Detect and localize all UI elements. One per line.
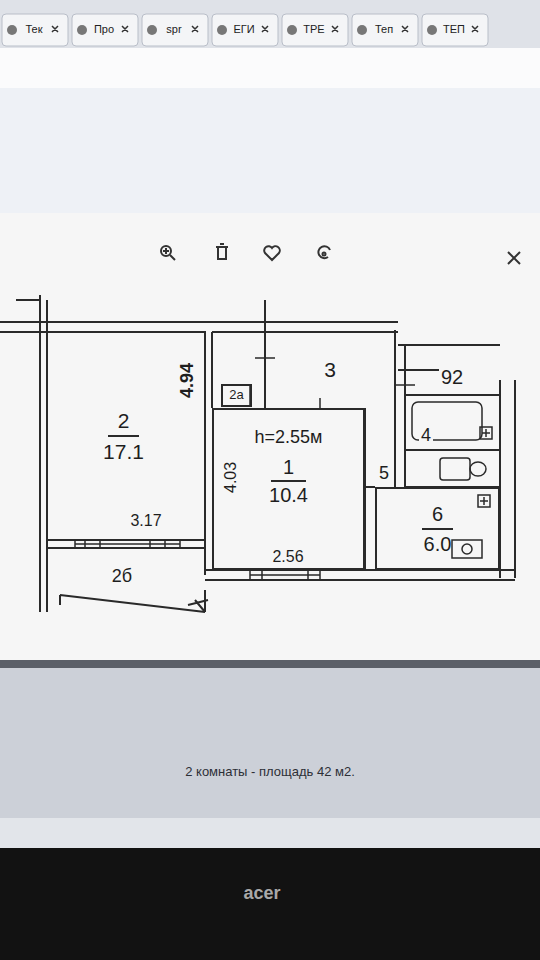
room-number: 2б bbox=[110, 567, 134, 586]
room-number: 5 bbox=[377, 464, 391, 483]
tab-title: spr bbox=[166, 24, 181, 36]
room-number: 1 bbox=[271, 456, 306, 482]
room-area: 17.1 bbox=[103, 440, 144, 463]
room-number: 3 bbox=[322, 359, 338, 381]
room-number: 2 bbox=[108, 409, 140, 437]
tab-title: Про bbox=[94, 24, 114, 36]
kitchen-box: 66.0 bbox=[375, 487, 500, 570]
closet-box: 2а bbox=[221, 384, 252, 407]
caption: 2 комнаты - площадь 42 м2. bbox=[185, 765, 355, 779]
ceiling-height: h=2.55м bbox=[255, 428, 323, 448]
dimension: 4.03 bbox=[224, 459, 241, 494]
tab-title: ТЕП bbox=[443, 24, 465, 36]
room-number: 4 bbox=[419, 426, 433, 445]
room-number: 92 bbox=[439, 367, 465, 388]
tab-title: ТРЕ bbox=[303, 24, 324, 36]
dimension: 4.94 bbox=[179, 360, 198, 399]
dimension: 2.56 bbox=[270, 549, 305, 566]
room-number: 2а bbox=[229, 388, 243, 402]
tab-title: Тек bbox=[25, 24, 42, 36]
tab-title: Теп bbox=[375, 24, 393, 36]
brand-logo: acer bbox=[243, 884, 280, 903]
room-area: 6.0 bbox=[424, 533, 452, 555]
room-area: 10.4 bbox=[269, 484, 308, 506]
tab-title: ЕГИ bbox=[233, 24, 254, 36]
room-number: 6 bbox=[422, 503, 453, 530]
dimension: 3.17 bbox=[128, 513, 163, 530]
